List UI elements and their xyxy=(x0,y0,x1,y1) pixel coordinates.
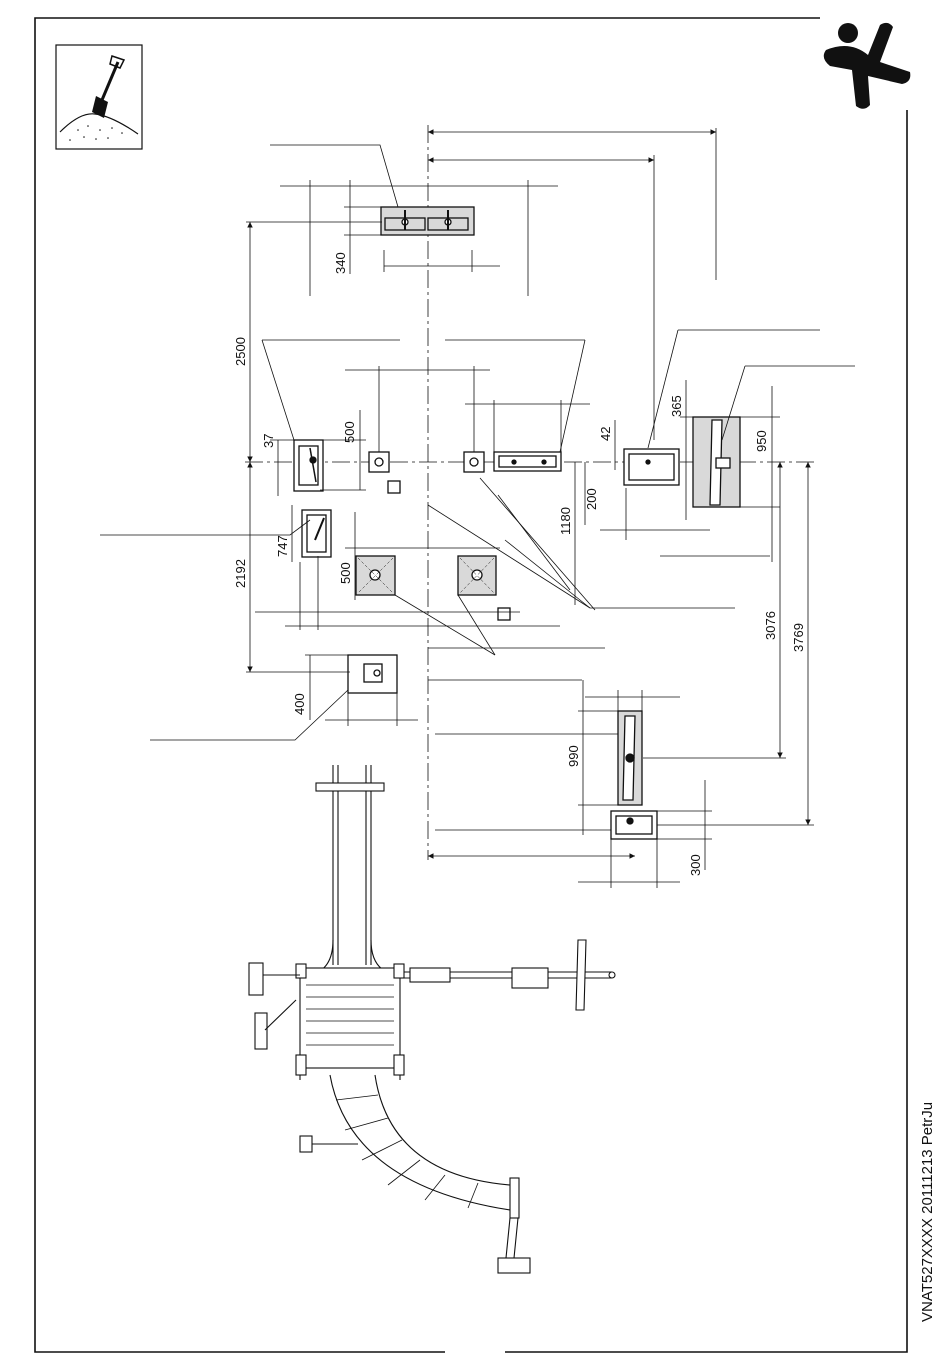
dim-2192: 2192 xyxy=(233,559,248,588)
dim-990: 990 xyxy=(566,745,581,767)
figure-logo-icon xyxy=(824,23,911,109)
foundation-left-angled xyxy=(302,510,331,557)
dim-340: 340 xyxy=(333,252,348,274)
foundation-beam-right xyxy=(494,452,561,471)
foundation-top-double xyxy=(381,207,474,235)
foundation-square-1 xyxy=(356,556,395,595)
dim-365: 365 xyxy=(669,395,684,417)
dim-37: 37 xyxy=(261,434,276,448)
anchor-small-1 xyxy=(369,452,389,472)
shovel-excavation-icon xyxy=(56,45,142,149)
dim-3769: 3769 xyxy=(791,623,806,652)
dim-42: 42 xyxy=(598,427,613,441)
dim-747: 747 xyxy=(275,535,290,557)
dim-3076: 3076 xyxy=(763,611,778,640)
dim-200: 200 xyxy=(584,488,599,510)
play-structure-plan xyxy=(249,765,615,1273)
dim-500-lower: 500 xyxy=(338,562,353,584)
foundation-square-2 xyxy=(458,556,496,595)
dim-1180: 1180 xyxy=(558,507,573,535)
anchor-small-2 xyxy=(464,452,484,472)
dim-2500: 2500 xyxy=(233,337,248,366)
foundation-mid-right xyxy=(624,449,679,485)
dim-950: 950 xyxy=(754,430,769,452)
dim-400: 400 xyxy=(292,693,307,715)
foundation-swing-bottom xyxy=(618,711,642,805)
dim-300: 300 xyxy=(688,854,703,876)
dim-500-upper: 500 xyxy=(342,421,357,443)
drawing-reference: VNAT527XXXX 20111213 PetrJu xyxy=(919,1102,936,1322)
foundation-bottom-right xyxy=(611,811,657,839)
foundation-lower-square xyxy=(348,655,397,693)
dimension-labels: 340 2500 37 500 42 365 950 200 1180 747 … xyxy=(233,252,806,876)
foundations xyxy=(294,207,740,839)
foundation-swing-top xyxy=(693,417,740,507)
dimension-lines xyxy=(100,128,855,888)
foundation-left-post xyxy=(294,440,323,491)
